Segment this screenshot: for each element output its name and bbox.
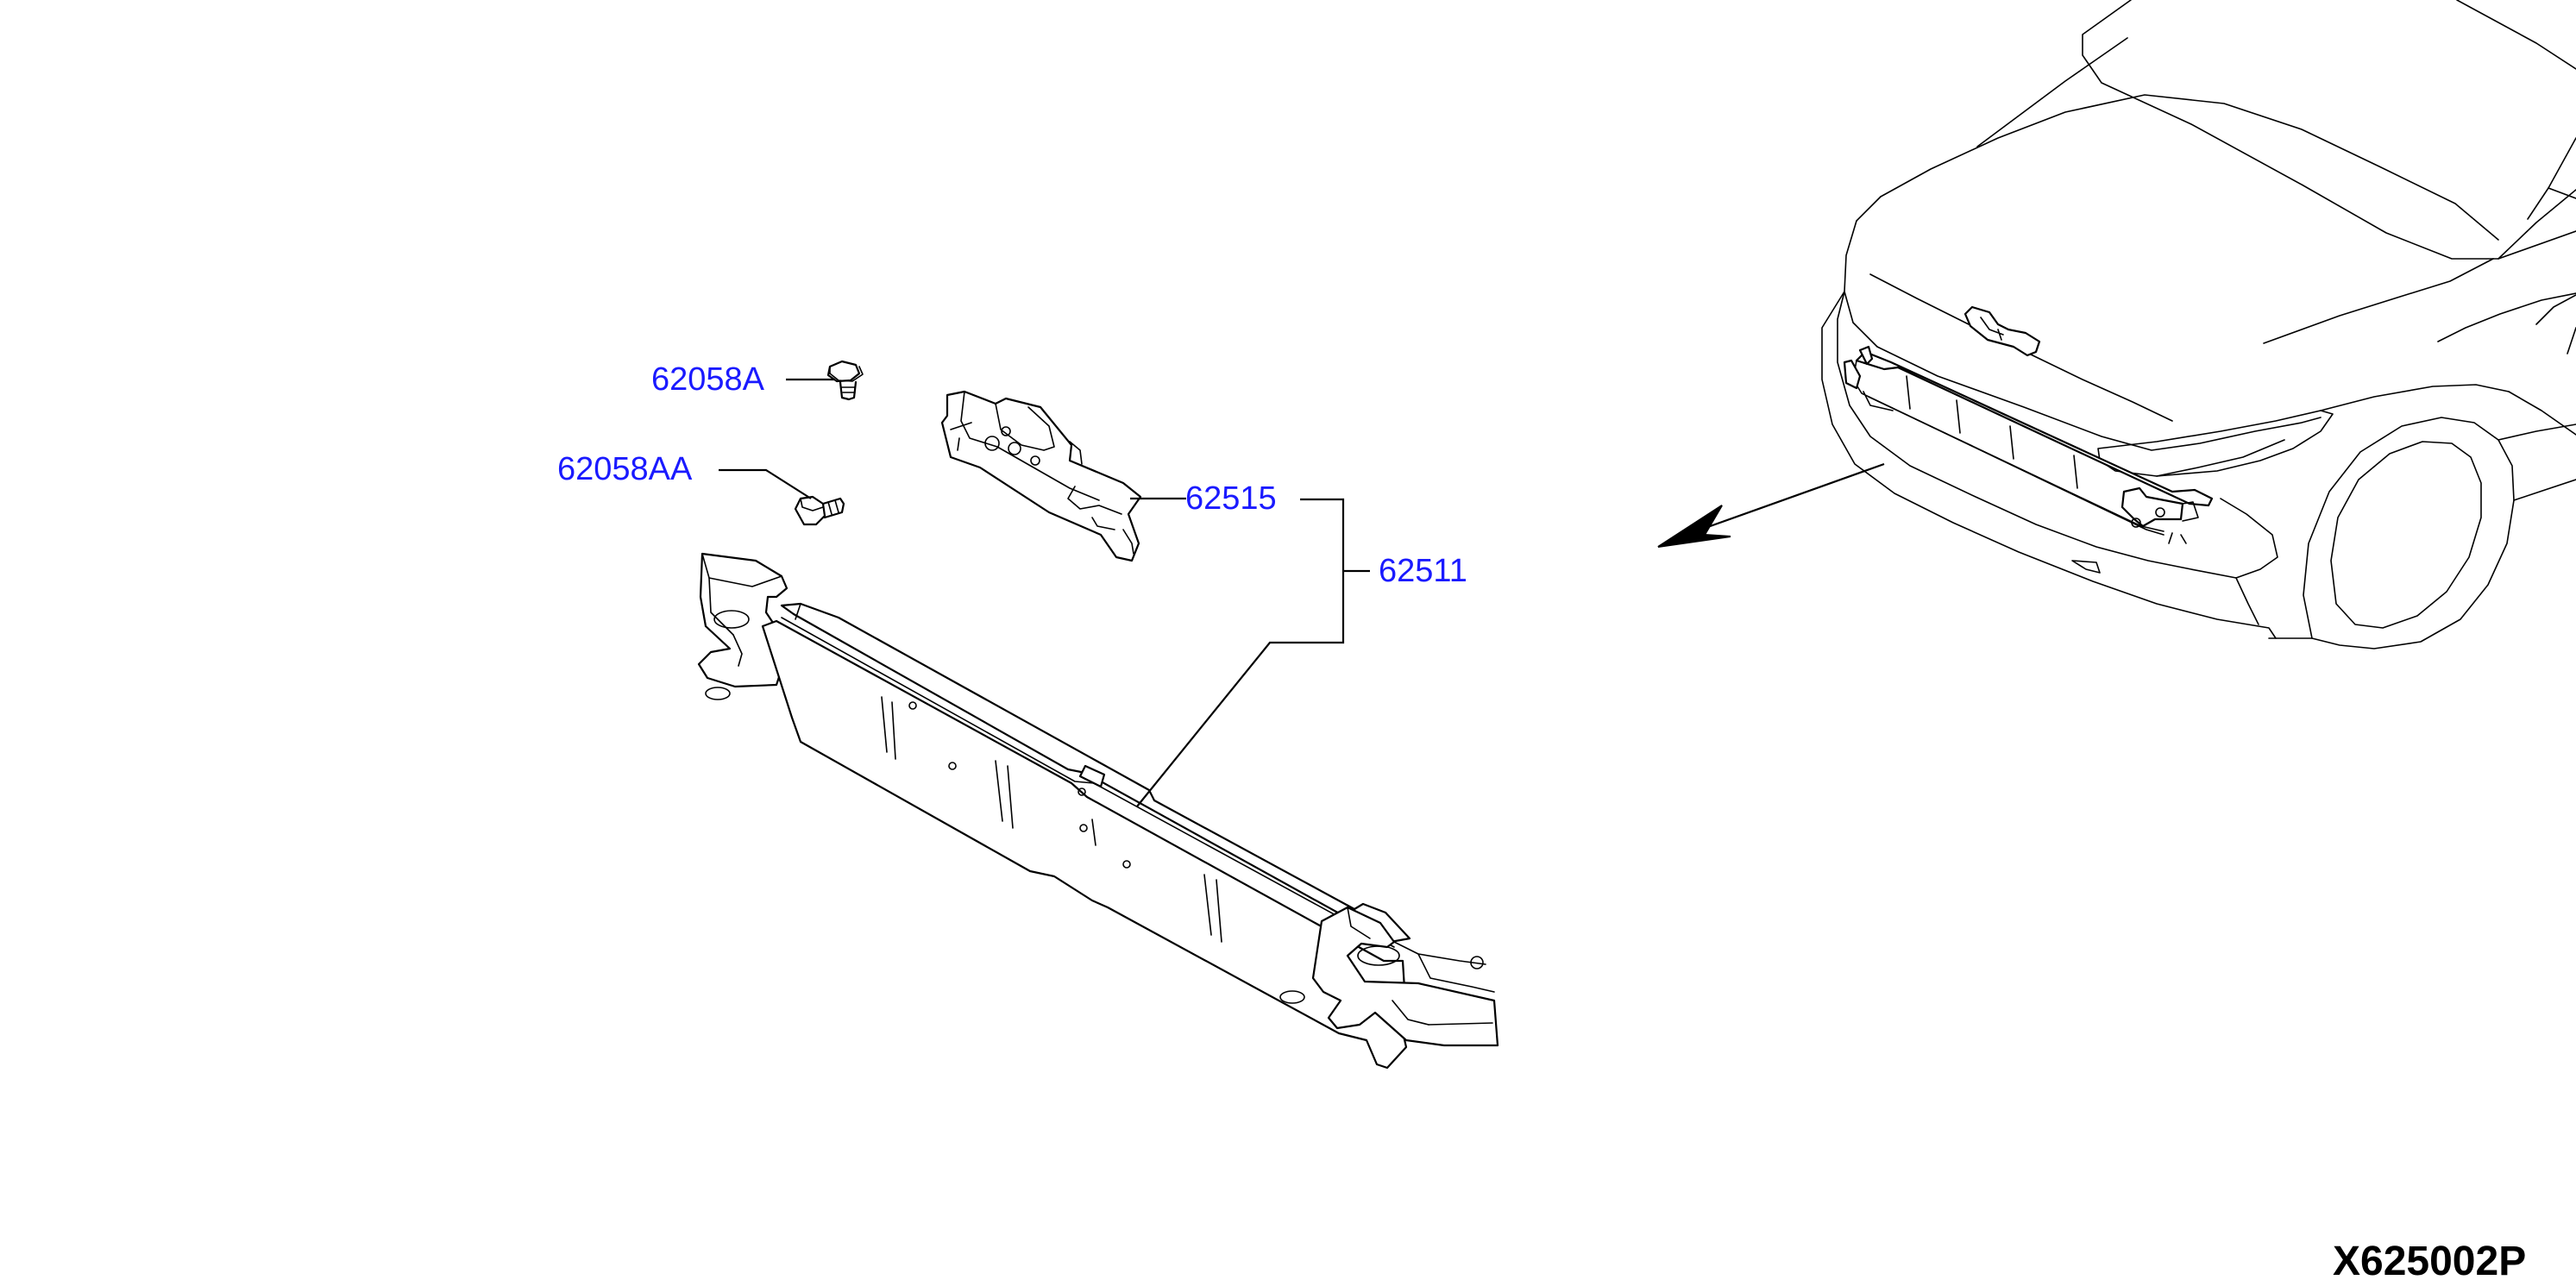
label-62511: 62511 — [1379, 553, 1467, 589]
support-beam-62511[interactable] — [697, 552, 1499, 1070]
direction-arrow — [1657, 462, 1885, 548]
bolt-62058aa[interactable] — [794, 495, 845, 526]
leader-lines — [719, 378, 1370, 807]
bracket-62515[interactable] — [940, 390, 1142, 562]
bolt-62058a[interactable] — [826, 360, 864, 401]
label-62058a: 62058A — [651, 361, 765, 398]
diagram-code: X625002P — [2333, 1239, 2526, 1280]
label-62515: 62515 — [1185, 480, 1277, 517]
label-62058aa: 62058AA — [557, 451, 693, 487]
vehicle-front-view — [1821, 0, 2576, 649]
